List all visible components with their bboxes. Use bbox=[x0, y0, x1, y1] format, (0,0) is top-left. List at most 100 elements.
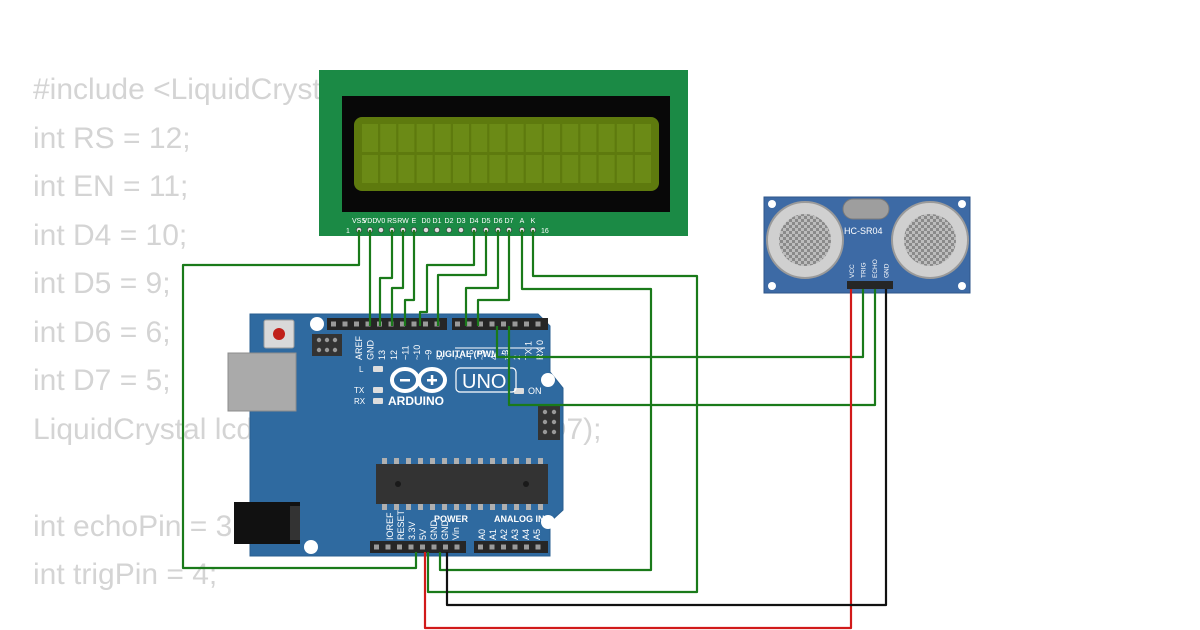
wire-lcd-d5[interactable] bbox=[436, 230, 488, 326]
header-pin[interactable] bbox=[385, 544, 391, 550]
lcd-pin-label: V0 bbox=[377, 218, 386, 225]
wire-lcd-rw[interactable] bbox=[390, 230, 405, 326]
lcd-cell bbox=[580, 124, 597, 152]
lcd-cell bbox=[635, 155, 651, 183]
pin-label: IOREF bbox=[385, 512, 395, 540]
arduino-uno-board[interactable]: L TX RX ON ARDUINO UNO bbox=[227, 313, 564, 557]
lcd-cell bbox=[398, 155, 415, 183]
lcd-cell bbox=[580, 155, 597, 183]
header-pin[interactable] bbox=[423, 321, 428, 327]
lcd-cell bbox=[598, 155, 615, 183]
lcd-cell bbox=[471, 124, 488, 152]
lcd-cell bbox=[562, 155, 579, 183]
lcd-pin-label: RS bbox=[387, 218, 397, 225]
header-pin[interactable] bbox=[489, 544, 495, 550]
header-pin[interactable] bbox=[342, 321, 348, 327]
code-line: int D4 = 10; bbox=[33, 218, 188, 252]
pin-label: A4 bbox=[521, 529, 531, 540]
header-pin[interactable] bbox=[431, 544, 437, 550]
header-pin[interactable] bbox=[408, 544, 414, 550]
receiver-icon bbox=[891, 201, 969, 279]
wire-lcd-a[interactable] bbox=[438, 230, 653, 572]
lcd-cell bbox=[525, 124, 542, 152]
uno-badge bbox=[455, 367, 517, 393]
led-tx bbox=[373, 387, 383, 393]
wire-sensor-echo[interactable] bbox=[507, 289, 877, 407]
reset-button-cap bbox=[273, 328, 285, 340]
lcd-cell bbox=[362, 155, 378, 183]
header-pin[interactable] bbox=[354, 321, 359, 327]
header-pin[interactable] bbox=[454, 544, 460, 550]
wire-lcd-e[interactable] bbox=[403, 230, 416, 326]
lcd-cell bbox=[616, 124, 633, 152]
pin-label: ~3 bbox=[500, 350, 510, 360]
header-pin[interactable] bbox=[512, 544, 518, 550]
wire-sensor-vcc[interactable] bbox=[423, 289, 853, 630]
lcd-pin[interactable] bbox=[378, 227, 384, 233]
wire-sensor-trig[interactable] bbox=[495, 289, 865, 359]
analog-title: ANALOG IN bbox=[494, 514, 545, 524]
usb-connector[interactable] bbox=[227, 352, 297, 412]
lcd-cell bbox=[380, 155, 397, 183]
pin-label: ~9 bbox=[424, 350, 434, 360]
lcd-pin[interactable] bbox=[423, 227, 429, 233]
header-pin[interactable] bbox=[331, 321, 336, 327]
wire-lcd-k[interactable] bbox=[426, 230, 699, 594]
arduino-logo-text: ARDUINO bbox=[388, 394, 444, 408]
header-pin[interactable] bbox=[400, 321, 405, 327]
lcd-cell bbox=[544, 155, 560, 183]
lcd-pin-label: D0 bbox=[422, 218, 431, 225]
lcd-pin-label: A bbox=[520, 218, 525, 225]
header-pin[interactable] bbox=[478, 321, 483, 327]
wire-lcd-vss[interactable] bbox=[181, 230, 418, 570]
power-jack[interactable] bbox=[234, 502, 300, 544]
header-pin[interactable] bbox=[455, 321, 460, 327]
sensor-hole bbox=[768, 200, 776, 208]
wire-sensor-gnd[interactable] bbox=[445, 289, 888, 607]
pin-label: 7 bbox=[454, 355, 464, 360]
header-pin[interactable] bbox=[524, 321, 529, 327]
wire-lcd-rs[interactable] bbox=[378, 230, 394, 326]
lcd-pin-label: D2 bbox=[445, 218, 454, 225]
header-pin[interactable] bbox=[535, 321, 541, 327]
wire-lcd-d7[interactable] bbox=[476, 230, 511, 326]
header-pin[interactable] bbox=[489, 321, 495, 327]
header-pin[interactable] bbox=[374, 544, 379, 550]
header-pin[interactable] bbox=[501, 321, 506, 327]
header-pin[interactable] bbox=[411, 321, 417, 327]
lcd-pin[interactable] bbox=[434, 227, 440, 233]
pin-label: GND bbox=[429, 520, 439, 541]
header-pin[interactable] bbox=[478, 544, 483, 550]
led-l-label: L bbox=[359, 365, 364, 374]
lcd-pin-number-last: 16 bbox=[541, 228, 549, 235]
wire-lcd-d4[interactable] bbox=[418, 230, 476, 326]
lcd-character-cells bbox=[362, 124, 651, 183]
microcontroller-chip bbox=[376, 458, 548, 510]
sensor-pin-label: ECHO bbox=[872, 259, 879, 278]
mounting-hole bbox=[541, 515, 555, 529]
header-pin[interactable] bbox=[420, 544, 425, 550]
lcd-cell bbox=[616, 155, 633, 183]
pin-label: GND bbox=[366, 340, 376, 361]
header-pin[interactable] bbox=[443, 544, 448, 550]
code-line: int echoPin = 3; bbox=[33, 509, 241, 543]
header-pin[interactable] bbox=[365, 321, 371, 327]
header-pin[interactable] bbox=[535, 544, 541, 550]
header-pin[interactable] bbox=[397, 544, 402, 550]
lcd-pin[interactable] bbox=[458, 227, 464, 233]
lcd-pin-label: D5 bbox=[482, 218, 491, 225]
led-tx-label: TX bbox=[354, 386, 365, 395]
header-pin[interactable] bbox=[466, 321, 472, 327]
lcd-pin[interactable] bbox=[446, 227, 452, 233]
header-pin[interactable] bbox=[524, 544, 529, 550]
pin-label: Vin bbox=[451, 527, 461, 540]
sensor-hole bbox=[958, 200, 966, 208]
lcd-pin-label: VDD bbox=[363, 218, 378, 225]
header-pin[interactable] bbox=[501, 544, 506, 550]
wire-lcd-d6[interactable] bbox=[464, 230, 500, 326]
header-pin[interactable] bbox=[512, 321, 518, 327]
